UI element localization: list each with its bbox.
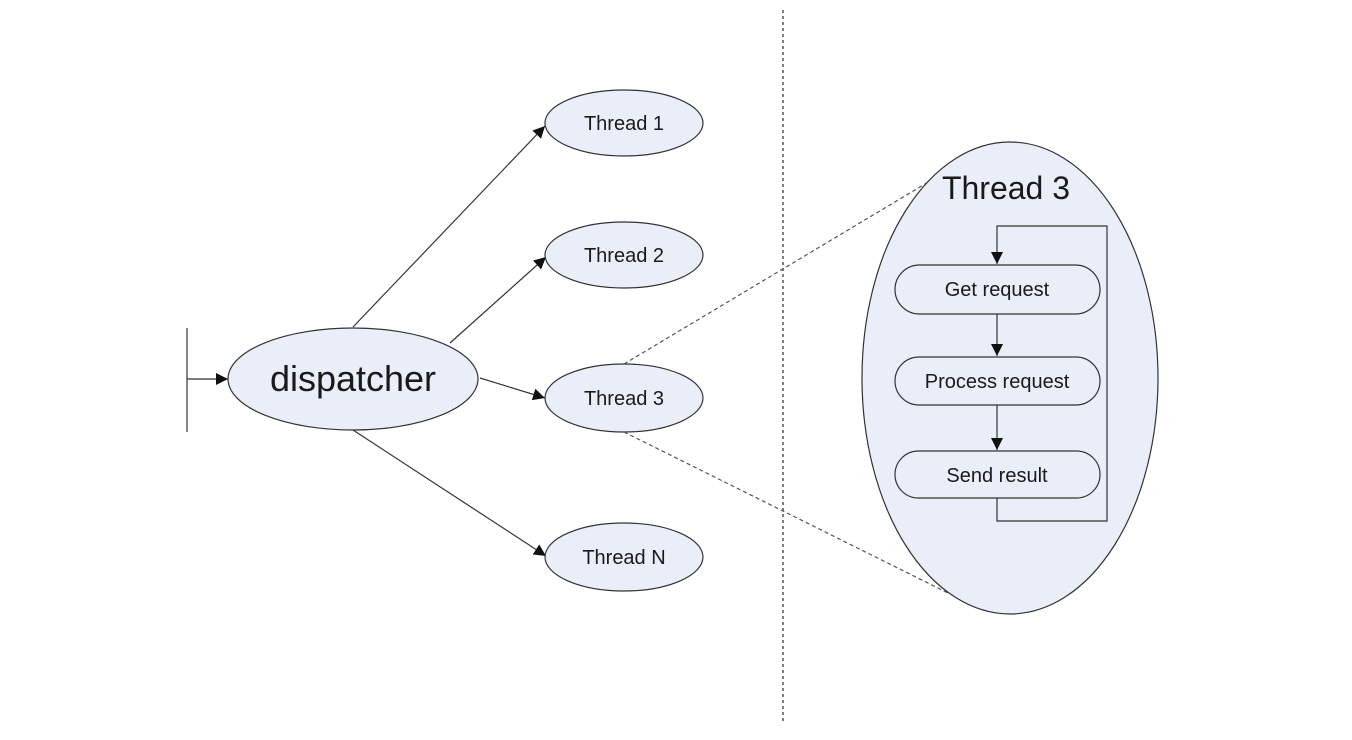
thread-label-2: Thread 2 bbox=[584, 245, 664, 267]
dispatcher-node: dispatcher bbox=[227, 327, 479, 431]
thread-label-1: Thread 1 bbox=[584, 113, 664, 135]
edge-dispatcher-thread-3 bbox=[479, 377, 546, 401]
thread-node-2: Thread 2 bbox=[544, 221, 704, 289]
thread-node-n: Thread N bbox=[544, 522, 704, 592]
step-process-request-label: Process request bbox=[925, 371, 1070, 393]
step-get-request: Get request bbox=[894, 264, 1101, 315]
step-process-request: Process request bbox=[894, 356, 1101, 406]
thread-node-3: Thread 3 bbox=[544, 363, 704, 433]
thread-label-n: Thread N bbox=[582, 547, 665, 569]
step-send-result: Send result bbox=[894, 450, 1101, 499]
edge-dispatcher-thread-n bbox=[352, 429, 547, 557]
zoom-line-top bbox=[623, 171, 946, 365]
step-send-result-label: Send result bbox=[946, 465, 1048, 487]
detail-title: Thread 3 bbox=[942, 170, 1070, 206]
edge-dispatcher-thread-1 bbox=[352, 125, 546, 328]
thread-node-1: Thread 1 bbox=[544, 89, 704, 157]
thread-label-3: Thread 3 bbox=[584, 388, 664, 410]
dispatcher-label: dispatcher bbox=[270, 358, 436, 399]
thread-3-detail: Thread 3 Get request Process request Sen… bbox=[861, 141, 1159, 615]
step-get-request-label: Get request bbox=[945, 279, 1050, 301]
edge-dispatcher-thread-2 bbox=[449, 256, 547, 344]
zoom-line-bottom bbox=[623, 431, 951, 595]
loop-connector bbox=[991, 225, 1108, 522]
